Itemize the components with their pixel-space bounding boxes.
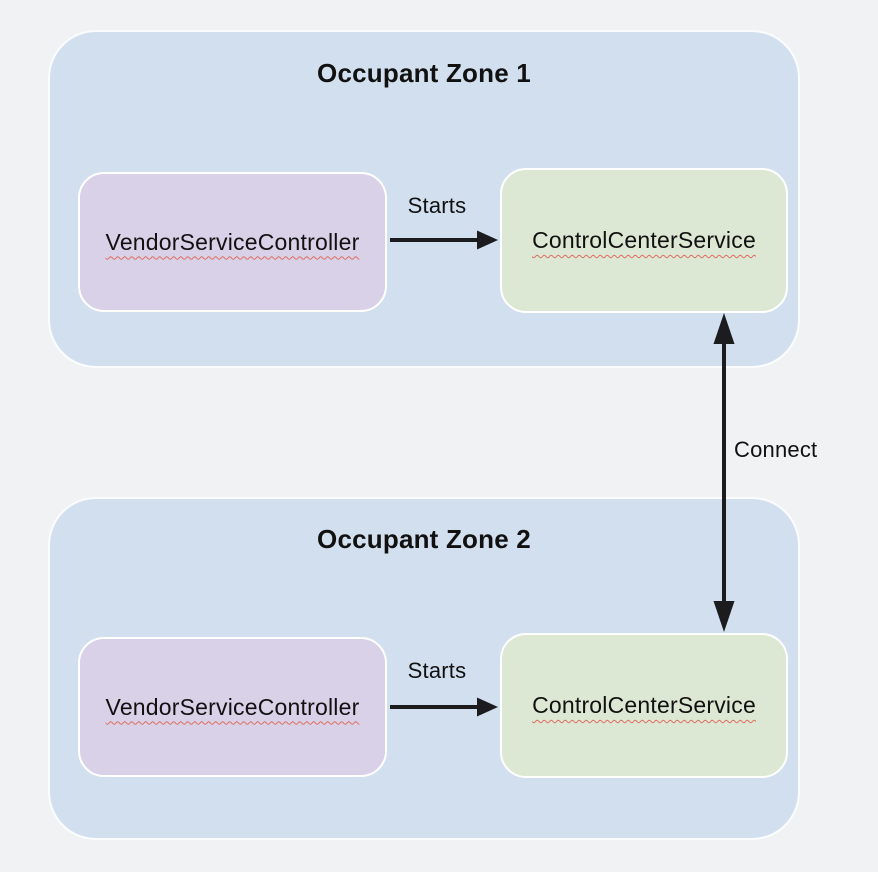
vendor-service-controller-label: VendorServiceController — [105, 693, 360, 720]
control-center-service-box-zone2: ControlCenterService — [500, 633, 788, 778]
zone-2-title: Occupant Zone 2 — [317, 524, 531, 554]
vendor-service-controller-box-zone2: VendorServiceController — [78, 637, 387, 777]
control-center-service-box-zone1: ControlCenterService — [500, 168, 788, 313]
zone-1-title: Occupant Zone 1 — [317, 58, 531, 88]
vendor-service-controller-label: VendorServiceController — [105, 228, 360, 255]
starts-label-zone2: Starts — [407, 658, 467, 683]
starts-label-zone1: Starts — [407, 193, 467, 218]
vendor-service-controller-box-zone1: VendorServiceController — [78, 172, 387, 312]
control-center-service-label: ControlCenterService — [532, 692, 756, 718]
control-center-service-label: ControlCenterService — [532, 227, 756, 253]
connect-label: Connect — [734, 437, 818, 462]
